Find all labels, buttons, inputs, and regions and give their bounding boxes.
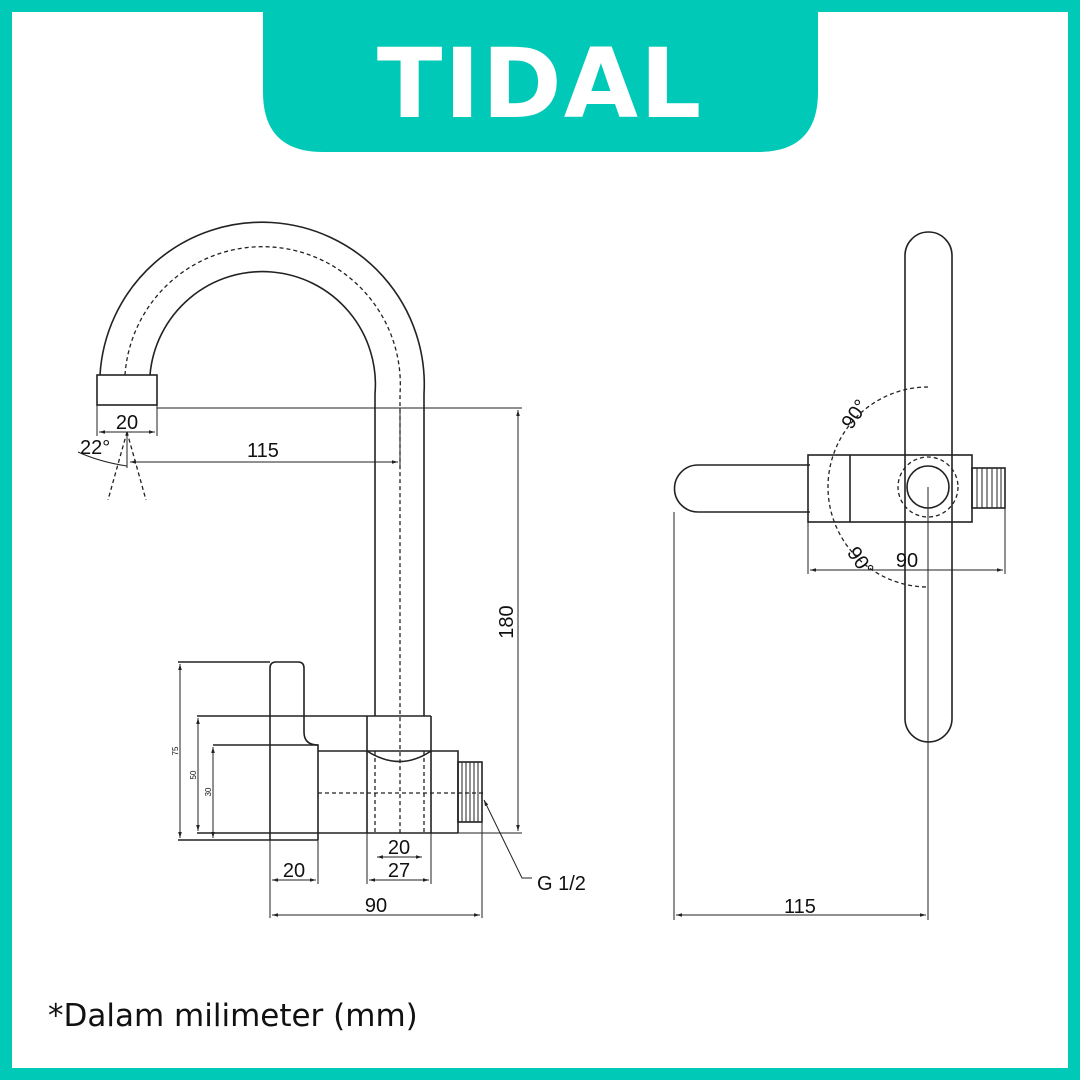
dim-collar: 27: [388, 860, 410, 882]
dim-height: 180: [496, 605, 518, 638]
dim-50: 50: [189, 770, 198, 779]
dim-tube: 20: [388, 837, 410, 859]
dim-spray-angle: 22°: [80, 437, 110, 459]
spout-lever: [673, 464, 810, 513]
dim-body-length: 90: [365, 895, 387, 917]
dim-30: 30: [204, 787, 213, 796]
logo-tab: [263, 0, 818, 152]
spout-aerator: [96, 374, 158, 406]
footnote: *Dalam milimeter (mm): [48, 998, 418, 1034]
dim-top-90: 90: [896, 550, 918, 572]
brand-logo: TIDAL: [377, 28, 703, 140]
rotation-lower: 90°: [842, 543, 877, 580]
rotation-upper: 90°: [837, 396, 872, 433]
dim-handle-width: 20: [283, 860, 305, 882]
dim-top-115: 115: [784, 896, 816, 918]
thread-label: G 1/2: [537, 873, 586, 895]
dim-75: 75: [171, 746, 180, 755]
dim-spout-width: 20: [116, 412, 138, 434]
side-view: 20 115 22° 180 75 50 30: [77, 221, 586, 918]
top-view: 90° 90° 90 115: [673, 231, 1006, 920]
dim-reach: 115: [247, 440, 279, 462]
